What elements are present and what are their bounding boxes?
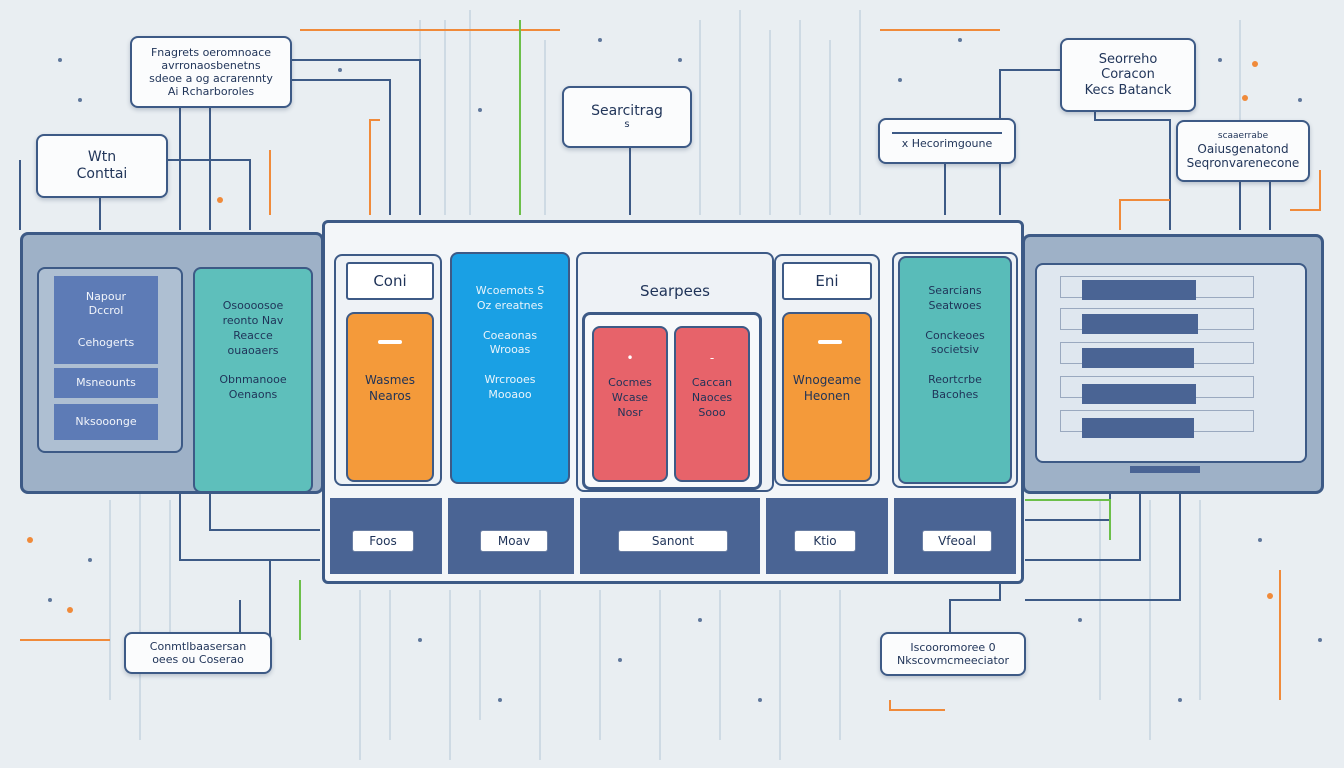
- footer-label[interactable]: Vfeoal: [922, 530, 992, 552]
- card-text: Caccan: [691, 376, 733, 389]
- column-header: Coni: [346, 262, 434, 300]
- card-text: [900, 314, 1010, 329]
- card-text: Wrcrooes: [484, 373, 536, 387]
- column-header: Eni: [782, 262, 872, 300]
- label-text: x Hecorimgoune: [901, 136, 993, 150]
- card-text: Searcians: [928, 284, 982, 297]
- right-panel-bar: [1082, 280, 1196, 300]
- card-text: reonto Nav: [222, 313, 284, 327]
- card-text: ouaoaers: [227, 343, 279, 357]
- card-text: Conckeoes: [925, 328, 985, 342]
- card-text: Naoces: [691, 390, 733, 404]
- left-panel-item[interactable]: Napour Dccrol Cehogerts: [54, 276, 158, 364]
- label-text: Conmtlbaasersan: [149, 639, 247, 653]
- card-text: Nearos: [369, 389, 411, 404]
- label-text: Searcitrag: [591, 102, 663, 119]
- right-panel-bar: [1082, 314, 1198, 334]
- card-text: [195, 358, 311, 373]
- label-left-small: Wtn Conttai: [36, 134, 168, 198]
- card-text: Cocmes: [608, 376, 652, 389]
- label-top-left: Fnagrets oeromnoace avrronaosbenetns sde…: [130, 36, 292, 108]
- card-text: Wcase: [611, 390, 649, 404]
- card-text: Seatwoes: [928, 298, 982, 312]
- hub-column-2-card[interactable]: Wcoemots S Oz ereatnes Coeaonas Wrooas W…: [450, 252, 570, 484]
- right-panel-stand: [1130, 466, 1200, 473]
- label-text: Ai Rcharboroles: [167, 85, 255, 99]
- column-card-red[interactable]: • Cocmes Wcase Nosr: [592, 326, 668, 482]
- card-text: Obnmanooe: [219, 373, 287, 387]
- label-text: Fnagrets oeromnoace: [150, 45, 272, 59]
- column-header: Searpees: [640, 282, 710, 300]
- column-card-orange[interactable]: Wasmes Nearos: [346, 312, 434, 482]
- dot-glyph: •: [626, 351, 634, 365]
- label-text: Kecs Batanck: [1084, 82, 1172, 98]
- card-text: Coeaonas: [482, 328, 538, 342]
- card-text: [900, 358, 1010, 373]
- label-far-right: scaaerrabe Oaiusgenatond Seqronvarenecon…: [1176, 120, 1310, 182]
- left-panel-item[interactable]: Nksooonge: [54, 404, 158, 440]
- card-text: Reacce: [233, 328, 273, 342]
- card-text: Heonen: [803, 389, 851, 404]
- label-top-center: Searcitrag s: [562, 86, 692, 148]
- left-panel-item[interactable]: Msneounts: [54, 368, 158, 398]
- label-text: Conttai: [76, 166, 128, 182]
- column-card-teal[interactable]: Searcians Seatwoes Conckeoes societsiv R…: [898, 256, 1012, 484]
- item-text: Msneounts: [76, 375, 136, 389]
- item-text: Dccrol: [88, 303, 124, 317]
- label-text: sdeoe a og acrarennty: [149, 72, 273, 85]
- label-text: Seorreho: [1098, 51, 1158, 67]
- label-text: Iscooromoree 0: [910, 640, 996, 654]
- footer-label[interactable]: Ktio: [794, 530, 856, 552]
- card-text: Sooo: [698, 405, 726, 419]
- item-text: Cehogerts: [77, 336, 135, 350]
- footer-label[interactable]: Sanont: [618, 530, 728, 552]
- card-text: Oz ereatnes: [476, 298, 544, 312]
- card-text: Osoooosoe: [222, 299, 284, 312]
- label-text: Seqronvarenecone: [1186, 156, 1300, 171]
- label-text: Nkscovmcmeeciator: [896, 654, 1010, 667]
- card-text: Wnogeame: [792, 373, 862, 387]
- item-text: Nksooonge: [75, 414, 137, 428]
- item-text: Napour: [85, 289, 127, 303]
- left-panel-teal-card: Osoooosoe reonto Nav Reacce ouaoaers Obn…: [193, 267, 313, 493]
- card-text: Bacohes: [931, 387, 979, 401]
- label-right-mid: x Hecorimgoune: [878, 118, 1016, 164]
- footer-label[interactable]: Foos: [352, 530, 414, 552]
- card-text: Reortcrbe: [928, 373, 982, 387]
- card-text: [452, 358, 568, 373]
- right-panel-bar: [1082, 348, 1194, 368]
- label-rule: [892, 131, 1002, 134]
- footer-label[interactable]: Moav: [480, 530, 548, 552]
- label-text: Oaiusgenatond: [1197, 142, 1289, 156]
- chevron-icon: [818, 340, 842, 344]
- label-text: scaaerrabe: [1217, 131, 1269, 142]
- column-card-red[interactable]: - Caccan Naoces Sooo: [674, 326, 750, 482]
- card-text: Wasmes: [364, 373, 416, 387]
- card-text: Nosr: [617, 405, 643, 419]
- dash-glyph: -: [709, 351, 715, 365]
- card-text: societsiv: [931, 343, 979, 357]
- label-text: Wtn: [87, 149, 117, 166]
- card-text: Wcoemots S: [475, 284, 545, 297]
- label-top-right: Seorreho Coracon Kecs Batanck: [1060, 38, 1196, 112]
- card-text: Mooaoo: [488, 387, 532, 401]
- label-bottom-right: Iscooromoree 0 Nkscovmcmeeciator: [880, 632, 1026, 676]
- label-text: oees ou Coserao: [152, 653, 244, 666]
- right-panel-bar: [1082, 418, 1194, 438]
- label-text: s: [624, 119, 630, 131]
- card-text: Oenaons: [228, 388, 278, 402]
- label-bottom-left: Conmtlbaasersan oees ou Coserao: [124, 632, 272, 674]
- chevron-icon: [378, 340, 402, 344]
- card-text: [452, 314, 568, 329]
- column-card-orange[interactable]: Wnogeame Heonen: [782, 312, 872, 482]
- right-panel-bar: [1082, 384, 1196, 404]
- label-text: Coracon: [1101, 67, 1155, 83]
- label-text: avrronaosbenetns: [161, 58, 261, 72]
- card-text: Wrooas: [489, 343, 531, 357]
